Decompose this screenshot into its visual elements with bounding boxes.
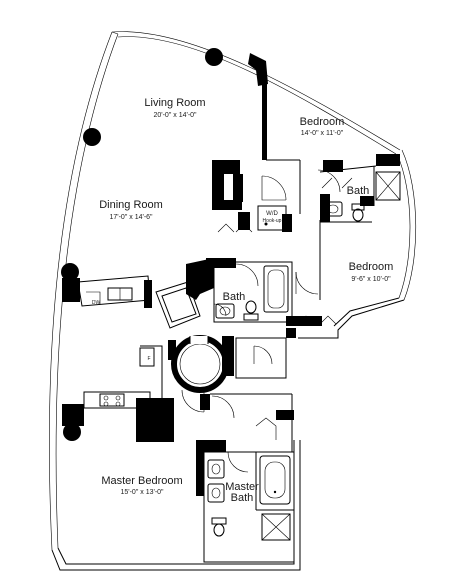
refrigerator bbox=[139, 347, 155, 367]
master-bedroom-name: Master Bedroom bbox=[101, 475, 182, 487]
door-swing bbox=[261, 175, 287, 201]
dishwasher-label: DW bbox=[92, 300, 101, 306]
door-swing bbox=[253, 345, 273, 365]
bedroom-2-name: Bedroom bbox=[349, 261, 394, 273]
sink bbox=[215, 303, 235, 319]
cooktop bbox=[99, 393, 125, 407]
door-swing bbox=[181, 389, 205, 413]
living-room-name: Living Room bbox=[144, 97, 205, 109]
toilet-tank bbox=[351, 203, 365, 211]
columns bbox=[61, 48, 223, 441]
bathtub bbox=[263, 265, 289, 313]
shower bbox=[375, 171, 401, 201]
column bbox=[61, 263, 79, 281]
bath-1-name: Bath bbox=[347, 185, 370, 197]
door-swing bbox=[227, 451, 249, 473]
bath-2-name: Bath bbox=[223, 291, 246, 303]
fridge-label: F bbox=[147, 356, 150, 362]
sink bbox=[207, 459, 225, 479]
column bbox=[83, 128, 101, 146]
master-bath-name-line2: Bath bbox=[231, 492, 254, 504]
master-bedroom-dims: 15'-0" x 13'-0" bbox=[120, 489, 164, 496]
door-swing bbox=[211, 395, 235, 419]
bathtub bbox=[259, 455, 291, 505]
toilet-tank bbox=[211, 517, 227, 525]
bedroom-1-name: Bedroom bbox=[300, 116, 345, 128]
column bbox=[205, 48, 223, 66]
dining-room-dims: 17'-0" x 14'-6" bbox=[109, 214, 153, 221]
door-swing bbox=[317, 169, 341, 193]
wd-label-line1: W/D bbox=[266, 211, 278, 217]
sink bbox=[207, 483, 225, 503]
wd-label-line2: Hook-up bbox=[263, 218, 282, 224]
partitions bbox=[77, 159, 377, 563]
round-foyer bbox=[171, 335, 229, 393]
shower bbox=[261, 513, 291, 541]
fixtures bbox=[86, 171, 401, 541]
doors bbox=[181, 169, 353, 473]
sink bbox=[323, 201, 343, 217]
bedroom-2-dims: 9'-6" x 10'-0" bbox=[351, 276, 391, 283]
room-labels: Living Room 20'-0" x 14'-0" Bedroom 14'-… bbox=[92, 97, 393, 504]
column bbox=[63, 423, 81, 441]
toilet-bowl bbox=[213, 523, 225, 537]
master-bath-name-line1: Master bbox=[225, 481, 259, 493]
interior-walls bbox=[62, 53, 400, 496]
bedroom-1-dims: 14'-0" x 11'-0" bbox=[301, 130, 344, 137]
living-room-dims: 20'-0" x 14'-0" bbox=[153, 112, 197, 119]
toilet-bowl bbox=[352, 208, 364, 222]
door-swing bbox=[235, 263, 259, 287]
toilet-bowl bbox=[245, 300, 257, 314]
dining-room-name: Dining Room bbox=[99, 199, 163, 211]
toilet-tank bbox=[243, 313, 259, 321]
door-swing bbox=[295, 271, 319, 295]
